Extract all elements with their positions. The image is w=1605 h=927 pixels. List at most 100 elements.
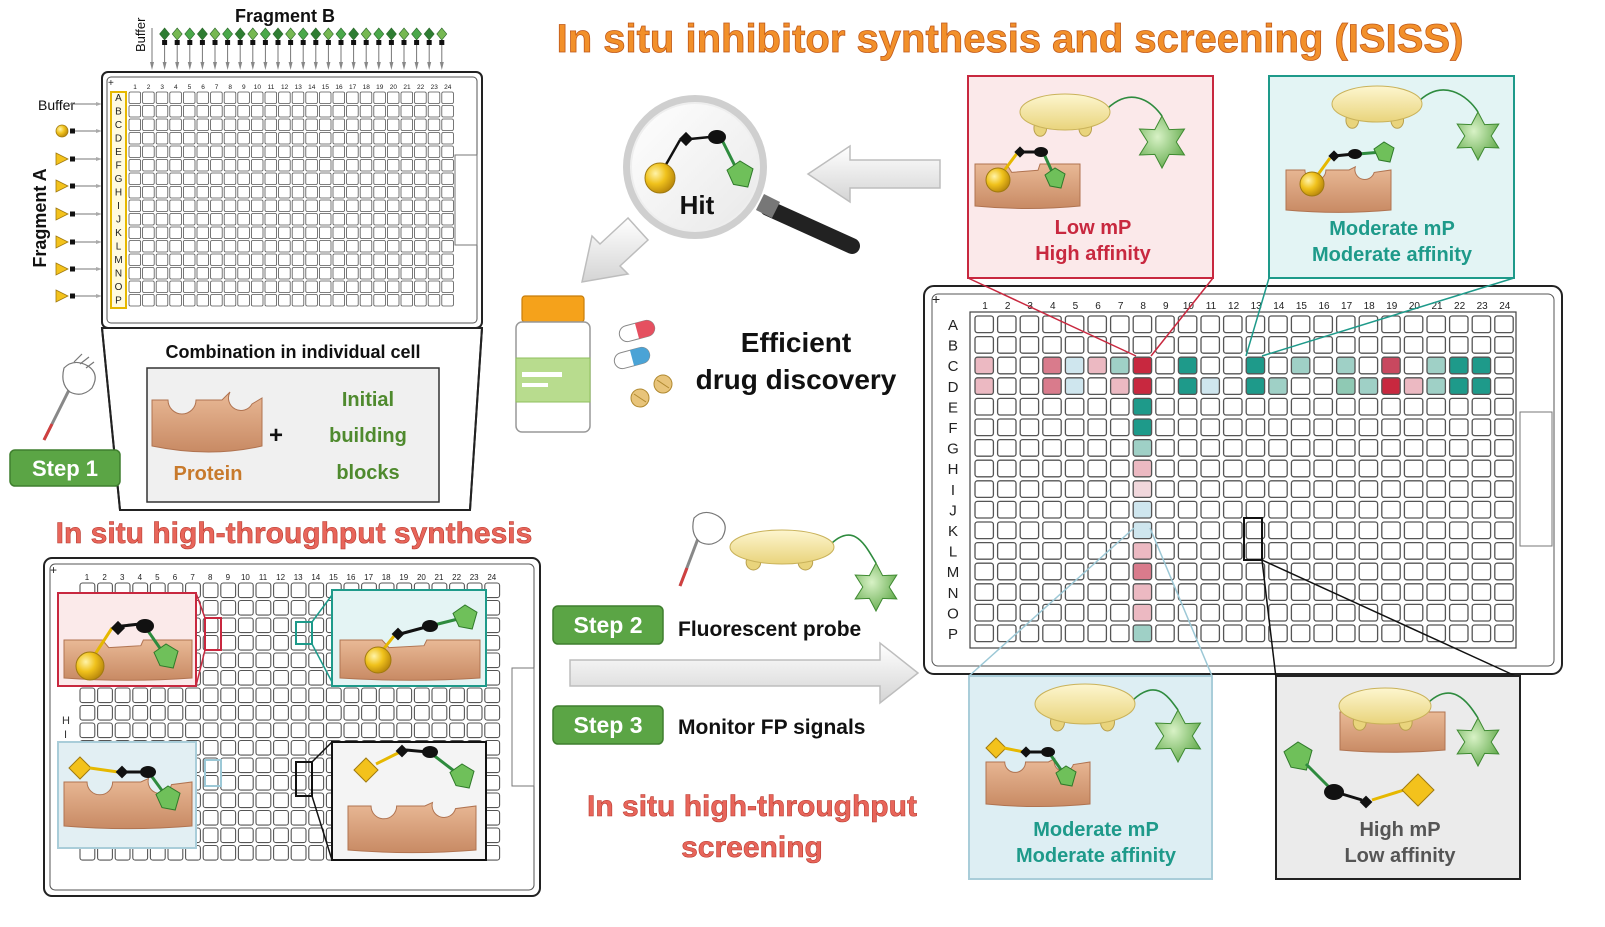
well — [1268, 315, 1288, 334]
linker — [89, 766, 119, 774]
well — [1019, 438, 1040, 457]
well — [278, 172, 291, 185]
well — [273, 669, 289, 686]
well — [1222, 418, 1243, 437]
well — [128, 280, 142, 293]
plate-c-col-label: 22 — [1454, 301, 1466, 312]
well — [237, 669, 254, 686]
well — [1019, 356, 1040, 375]
well — [1426, 315, 1447, 334]
well — [185, 704, 201, 721]
well — [237, 145, 250, 158]
well — [220, 722, 237, 739]
well — [1109, 541, 1130, 560]
fragment-b-linker — [325, 40, 331, 45]
well — [427, 118, 441, 131]
plate-c-col-label: 13 — [1251, 301, 1263, 312]
well — [1290, 438, 1311, 457]
well — [484, 582, 501, 599]
well — [210, 280, 223, 293]
plate-a-col-label: 10 — [254, 84, 262, 91]
well — [332, 253, 346, 266]
pipette-hand-icon — [42, 353, 96, 441]
well — [196, 226, 210, 239]
plate-a-row-label: L — [116, 242, 122, 253]
well — [1019, 459, 1040, 478]
plate-a-col-label: 21 — [403, 84, 411, 91]
tip — [326, 62, 331, 70]
well — [196, 280, 210, 293]
tip — [96, 157, 102, 161]
well — [1019, 480, 1040, 499]
well — [441, 213, 454, 226]
well — [1335, 624, 1356, 643]
well — [1064, 418, 1085, 437]
well — [1177, 521, 1198, 540]
well — [220, 844, 237, 861]
well — [332, 118, 346, 131]
tip — [376, 62, 381, 70]
well — [325, 704, 342, 721]
well — [346, 213, 359, 226]
well — [1268, 583, 1288, 602]
tip — [351, 62, 356, 70]
well — [223, 294, 237, 307]
well — [1155, 541, 1175, 560]
well — [431, 704, 448, 721]
well — [1403, 583, 1424, 602]
fragment-a-icon — [55, 124, 69, 138]
plate-c-col-label: 7 — [1118, 301, 1124, 312]
well — [974, 418, 995, 437]
well — [1494, 500, 1514, 519]
well — [449, 704, 465, 721]
well — [255, 582, 272, 599]
well — [441, 253, 454, 266]
well — [361, 687, 377, 704]
well — [291, 91, 305, 104]
plate-b-col-label: 9 — [226, 573, 231, 582]
well — [1358, 335, 1379, 354]
well — [332, 213, 346, 226]
well — [332, 159, 346, 172]
well — [1245, 459, 1266, 478]
well — [305, 91, 318, 104]
linker — [1003, 746, 1025, 754]
step3-text: Monitor FP signals — [678, 716, 865, 739]
well — [278, 145, 291, 158]
well — [1042, 356, 1062, 375]
well — [210, 132, 223, 145]
well — [441, 172, 454, 185]
well — [332, 91, 346, 104]
well — [996, 377, 1017, 396]
well — [182, 105, 196, 118]
well — [484, 652, 501, 669]
plate-a-col-label: 15 — [322, 84, 330, 91]
well — [373, 159, 386, 172]
well — [1471, 541, 1492, 560]
plate-b-col-label: 6 — [173, 573, 178, 582]
well — [318, 132, 332, 145]
tip — [339, 62, 343, 70]
well — [237, 199, 250, 212]
well — [278, 226, 291, 239]
well — [223, 213, 237, 226]
well — [255, 599, 272, 616]
well — [278, 280, 291, 293]
well — [142, 253, 155, 266]
probe-body — [1331, 85, 1423, 123]
well — [1426, 541, 1447, 560]
well — [427, 105, 441, 118]
well — [308, 722, 325, 739]
well — [373, 294, 386, 307]
fragment-a-icon — [55, 289, 69, 303]
tip — [427, 62, 432, 70]
well — [318, 145, 332, 158]
well — [149, 687, 166, 704]
well — [1042, 480, 1062, 499]
combination-label: Combination in individual cell — [165, 342, 420, 362]
well — [1200, 356, 1221, 375]
well — [1245, 521, 1266, 540]
well — [264, 267, 278, 280]
high-mp-line1: High mP — [1359, 819, 1440, 841]
plate-a-col-label: 12 — [281, 84, 289, 91]
